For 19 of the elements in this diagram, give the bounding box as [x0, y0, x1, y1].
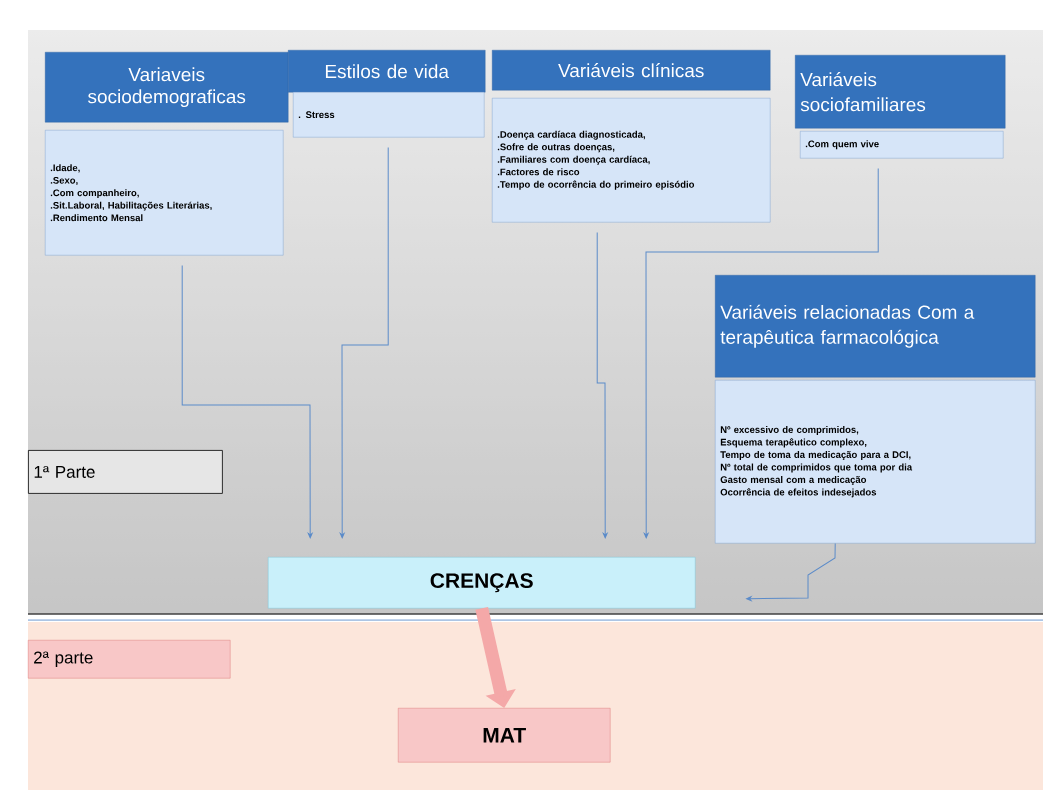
section-label-box: 1ª Parte	[28, 450, 223, 494]
arrow	[181, 264, 313, 539]
arrow	[746, 542, 836, 601]
header-box: Variáveis relacionadas Com a terapêutica farmacológica	[715, 275, 1036, 378]
arrow	[339, 146, 389, 539]
list-box: . Stress	[293, 92, 485, 138]
arrow	[643, 167, 879, 539]
arrow	[596, 231, 608, 539]
list-box: .Com quem vive	[800, 131, 1004, 159]
header-box: Variáveis sociofamiliares	[795, 55, 1006, 129]
concept-box: CRENÇAS	[268, 557, 696, 609]
list-box: .Doença cardíaca diagnosticada, .Sofre de outras doenças, .Familiares com doença cardíaca, .Factores de risco .Tempo de ocorrência do primeiro episódio	[492, 98, 771, 223]
section-label-box: 2ª parte	[28, 640, 231, 679]
outcome-box: MAT	[398, 708, 611, 763]
header-box: Estilos de vida	[288, 50, 486, 93]
arrow	[475, 606, 516, 708]
header-box: Variáveis clínicas	[492, 50, 771, 91]
list-box: .Idade, .Sexo, .Com companheiro, .Sit.Laboral, Habilitações Literárias, .Rendimento Mensal	[45, 130, 284, 256]
list-box: Nº excessivo de comprimidos, Esquema terapêutico complexo, Tempo de toma da medicação para a DCI, Nº total de comprimidos que toma por dia Gasto mensal com a medicação Ocorrência de efeitos indesejados	[715, 380, 1036, 544]
